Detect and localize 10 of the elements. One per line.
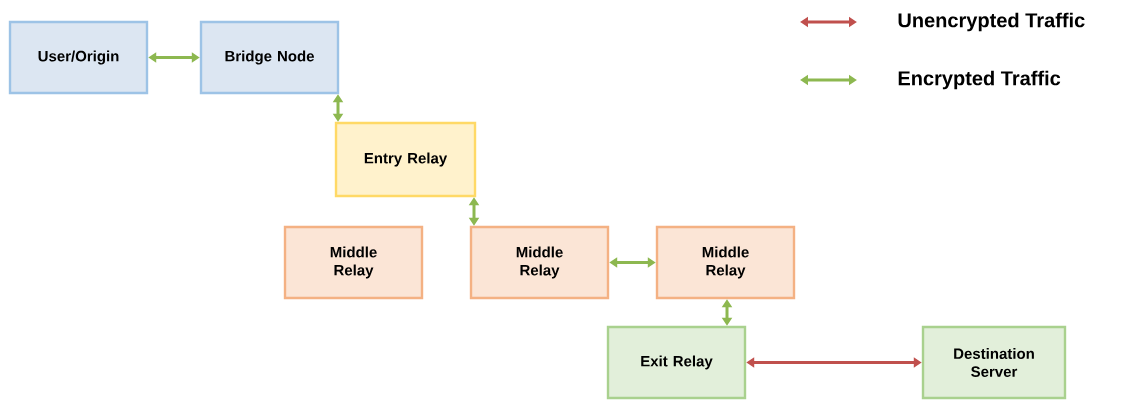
legend-label: Unencrypted Traffic	[898, 12, 1085, 32]
relay-box: Middle Relay	[283, 225, 424, 300]
legend-label: Encrypted Traffic	[898, 70, 1061, 90]
relay-box: User/Origin	[8, 20, 149, 95]
relay-box: Destination Server	[921, 325, 1067, 400]
relay-box: Entry Relay	[334, 121, 477, 198]
relay-box: Exit Relay	[606, 325, 747, 400]
relay-box: Bridge Node	[199, 20, 340, 95]
relay-box: Middle Relay	[655, 225, 796, 300]
relay-box: Middle Relay	[469, 225, 610, 300]
